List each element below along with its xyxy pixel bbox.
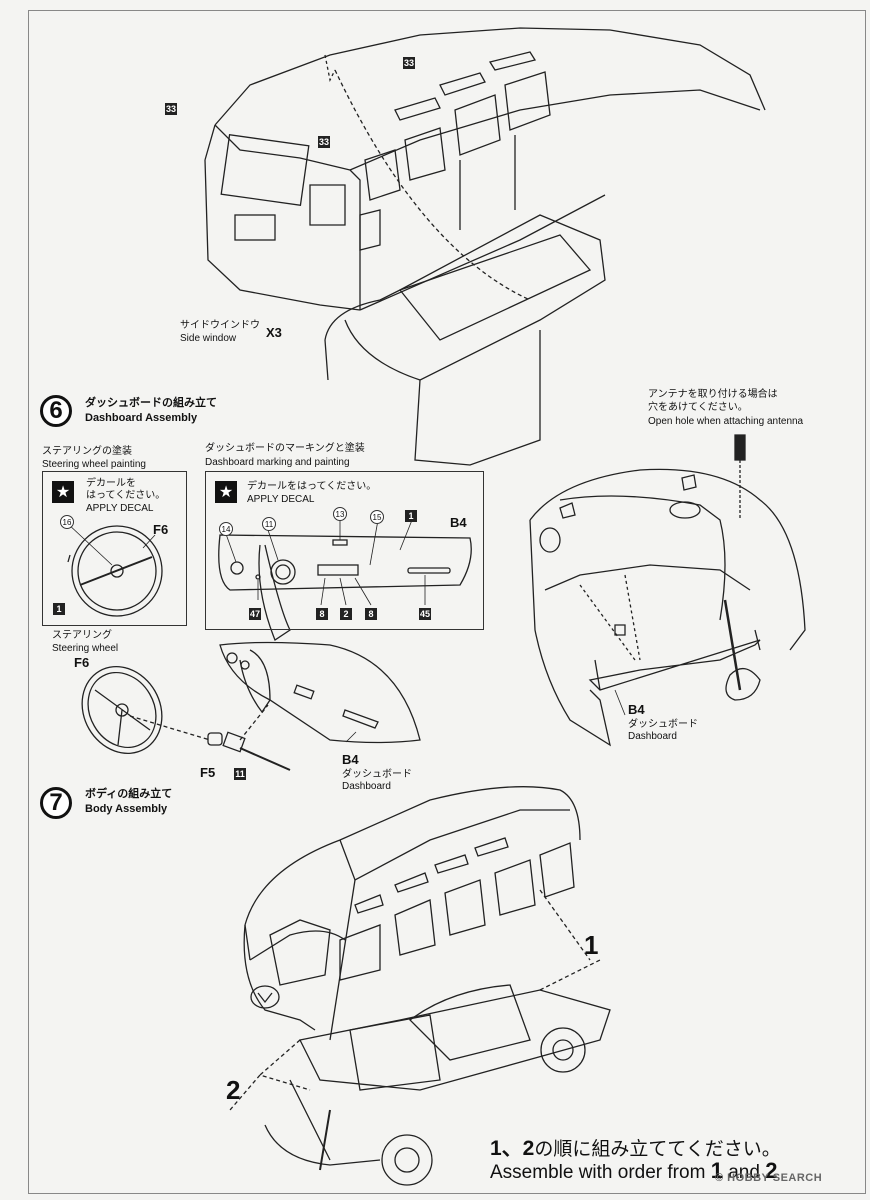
- steering-wheel-label-en: Steering wheel: [52, 643, 119, 654]
- antenna-note-jp-2: 穴をあけてください。: [648, 402, 748, 413]
- steering-wheel-drawing: [81, 665, 291, 771]
- dash-callout-b4: B4: [450, 515, 467, 530]
- steering-decal-jp-1: デカールを: [86, 478, 136, 489]
- side-window-label-en: Side window: [180, 333, 237, 344]
- steering-callout-paint-1: 1: [53, 603, 65, 615]
- steering-decal-jp-2: はってください。: [86, 490, 166, 501]
- part-33-callout-left: 33: [165, 103, 177, 115]
- dash-callout-paint-45: 45: [419, 608, 431, 620]
- decal-star-icon: ★: [215, 481, 237, 503]
- assembly-callout-2: 2: [226, 1075, 241, 1105]
- dash-callout-15: 15: [370, 510, 384, 524]
- interior-dash-drawing: [529, 434, 806, 747]
- dash-marking-title-jp: ダッシュボードのマーキングと塗装: [205, 443, 365, 454]
- dash-decal-jp: デカールをはってください。: [247, 481, 377, 492]
- steering-callout-16: 16: [60, 515, 74, 529]
- watermark: © HOBBY SEARCH: [715, 1172, 823, 1184]
- steering-paint-title-jp: ステアリングの塗装: [42, 446, 132, 457]
- assembly-callout-1: 1: [584, 930, 599, 960]
- footer-en-num2: 2: [765, 1158, 778, 1183]
- dash-callout-paint-1: 1: [405, 510, 417, 522]
- interior-label-jp: ダッシュボード: [628, 719, 698, 730]
- dash-decal-en: APPLY DECAL: [247, 494, 315, 505]
- antenna-note-jp-1: アンテナを取り付ける場合は: [648, 389, 778, 400]
- bus-rear-drawing: [204, 27, 766, 466]
- antenna-note-en: Open hole when attaching antenna: [648, 416, 804, 427]
- dash-marking-drawing: [218, 519, 472, 641]
- steering-paint-drawing: [66, 522, 163, 617]
- steering-paint-title-en: Steering wheel painting: [42, 459, 146, 470]
- footer-en-num1: 1: [710, 1158, 723, 1183]
- body-assembly-drawing: [229, 786, 611, 1186]
- dashboard-part-b4: B4: [342, 752, 359, 767]
- steering-wheel-part-f6: F6: [74, 655, 90, 670]
- decal-star-icon: ★: [52, 481, 74, 503]
- dash-callout-14: 14: [219, 522, 233, 536]
- dash-callout-paint-8b: 8: [365, 608, 377, 620]
- dash-marking-box: [205, 471, 484, 630]
- part-33-callout-center: 33: [318, 136, 330, 148]
- steering-callout-f6: F6: [153, 522, 169, 537]
- dashboard-label-jp: ダッシュボード: [342, 769, 412, 780]
- dash-callout-paint-47: 47: [249, 608, 261, 620]
- side-window-qty: X3: [266, 325, 282, 340]
- dash-marking-title-en: Dashboard marking and painting: [205, 457, 350, 468]
- footer-en-and: and: [728, 1162, 760, 1183]
- step-6-title-jp: ダッシュボードの組み立て: [85, 397, 217, 409]
- interior-part-b4: B4: [628, 702, 645, 717]
- dashboard-label-en: Dashboard: [342, 781, 391, 792]
- step-6-number: 6: [40, 395, 72, 427]
- side-window-label-jp: サイドウインドウ: [180, 320, 260, 331]
- footer-instruction-en: Assemble with order from 1 and 2: [490, 1158, 777, 1184]
- dash-callout-paint-8a: 8: [316, 608, 328, 620]
- dashboard-part-drawing: [219, 641, 421, 744]
- footer-jp-text: の順に組み立ててください。: [534, 1139, 781, 1160]
- footer-jp-prefix: 1、2: [490, 1137, 535, 1160]
- footer-instruction-jp: 1、2の順に組み立ててください。: [490, 1132, 781, 1162]
- step-7-number: 7: [40, 787, 72, 819]
- step-7-title-en: Body Assembly: [85, 803, 168, 815]
- step-7-title-jp: ボディの組み立て: [85, 788, 173, 800]
- steering-decal-en: APPLY DECAL: [86, 503, 154, 514]
- steering-wheel-label-jp: ステアリング: [52, 630, 112, 641]
- footer-en-text: Assemble with order from: [490, 1162, 706, 1183]
- step-6-title-en: Dashboard Assembly: [85, 412, 198, 424]
- page-frame: [28, 10, 866, 1194]
- steering-paint-box: [42, 471, 187, 626]
- part-33-callout-top: 33: [403, 57, 415, 69]
- column-part-f5: F5: [200, 765, 216, 780]
- dash-callout-13: 13: [333, 507, 347, 521]
- dash-callout-paint-2: 2: [340, 608, 352, 620]
- dash-callout-11: 11: [262, 517, 276, 531]
- interior-label-en: Dashboard: [628, 731, 677, 742]
- column-paint-11: 11: [234, 768, 246, 780]
